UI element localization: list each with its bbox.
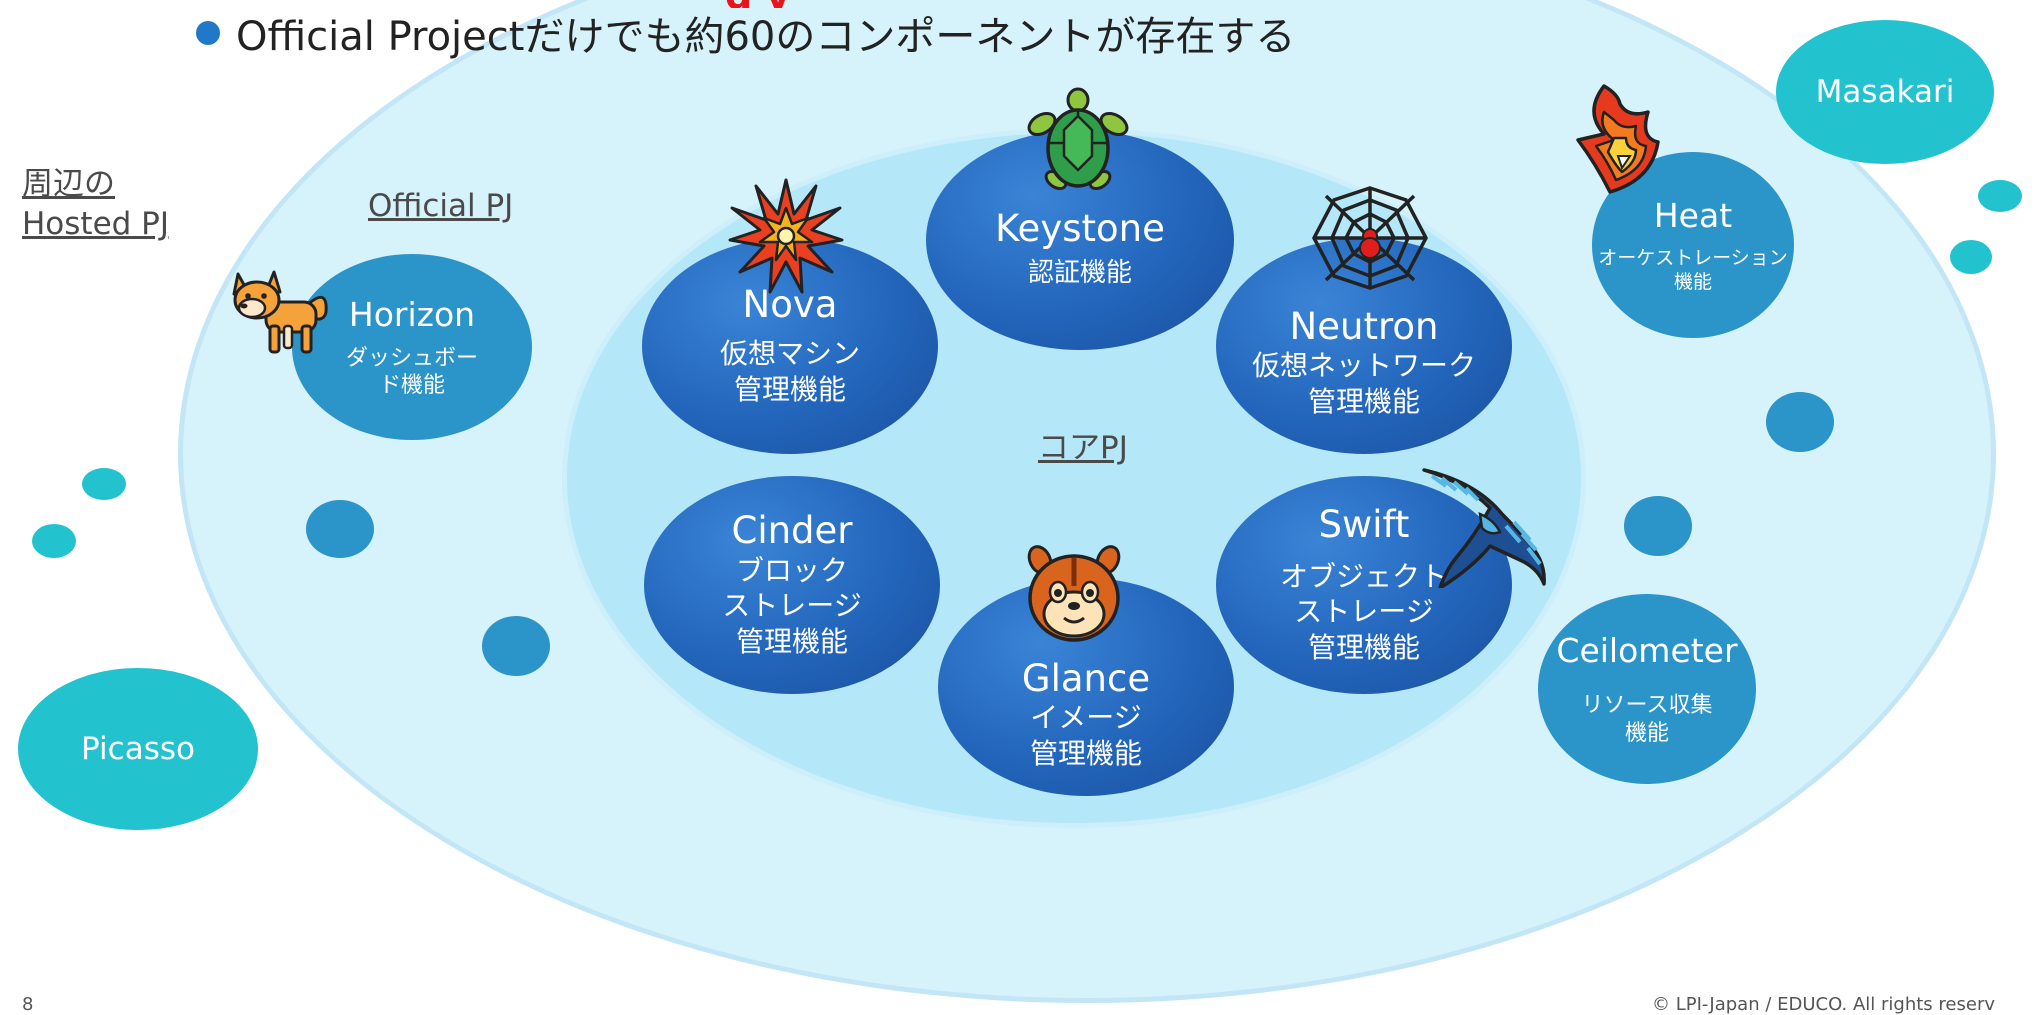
bubble [1978,180,2022,212]
nova-desc-1: 仮想マシン [719,337,860,371]
core-pj-label: コアPJ [1038,430,1128,466]
bullet-text: Official Projectだけでも約60のコンポーネントが存在する [236,14,1296,60]
swift-desc-3: 管理機能 [1307,631,1420,665]
bubble [1950,240,1992,274]
bullet-item: Official Projectだけでも約60のコンポーネントが存在する [196,4,1295,62]
neutron-name: Neutron [1289,304,1439,348]
glance-desc-2: 管理機能 [1029,737,1142,771]
starburst-icon [728,178,844,294]
horizon-desc-1: ダッシュボー [345,346,478,372]
swift-name: Swift [1318,502,1410,546]
heat-name: Heat [1653,195,1733,235]
clipped-heading: g y [725,0,1285,8]
glance-desc-1: イメージ [1030,701,1142,735]
surrounding-label: 周辺の [22,166,115,202]
horizon-name: Horizon [348,295,476,335]
bubble [1624,496,1692,556]
chipmunk-icon [1027,545,1121,642]
masakari-name: Masakari [1815,74,1955,110]
heat-desc-1: オーケストレーション [1598,246,1788,269]
bubble [82,468,126,500]
cinder-desc-3: 管理機能 [735,625,848,659]
swift-node: Swift オブジェクト ストレージ 管理機能 [1216,476,1512,694]
bubble [482,616,550,676]
bullet-dot-icon [196,21,220,45]
heat-desc-2: 機能 [1673,270,1712,293]
picasso-name: Picasso [81,731,195,767]
swift-desc-1: オブジェクト [1279,559,1448,593]
cinder-node: Cinder ブロック ストレージ 管理機能 [644,476,940,694]
flame-icon [1576,84,1660,194]
cinder-name: Cinder [731,508,853,552]
swallow-bird-icon [1422,468,1546,588]
spider-web-icon [1312,186,1428,290]
neutron-desc-2: 管理機能 [1307,385,1420,419]
nova-node: Nova 仮想マシン 管理機能 [642,238,938,454]
turtle-icon [1027,87,1129,191]
nova-desc-2: 管理機能 [733,373,846,407]
bubble [32,524,76,558]
ceilometer-desc-1: リソース収集 [1581,693,1713,718]
keystone-desc: 認証機能 [1027,257,1132,288]
horizon-node: Horizon ダッシュボー ド機能 [292,254,532,440]
cinder-desc-2: ストレージ [722,589,862,623]
nova-name: Nova [742,282,838,326]
swift-desc-2: ストレージ [1294,595,1434,629]
bubble [1766,392,1834,452]
copyright: © LPI-Japan / EDUCO. All rights reserv [1652,994,1995,1015]
neutron-desc-1: 仮想ネットワーク [1251,349,1476,383]
bubble [306,500,374,558]
picasso-node: Picasso [18,668,258,830]
official-pj-label: Official PJ [368,188,514,224]
ceilometer-name: Ceilometer [1556,631,1738,670]
ceilometer-node: Ceilometer リソース収集 機能 [1538,594,1756,784]
hosted-pj-label: 周辺の Hosted PJ [22,164,169,245]
shiba-dog-icon [232,270,328,354]
cinder-desc-1: ブロック [735,553,848,587]
glance-name: Glance [1021,656,1151,700]
keystone-name: Keystone [995,207,1165,251]
page-number: 8 [22,994,34,1015]
horizon-desc-2: ド機能 [378,372,445,398]
masakari-node: Masakari [1776,20,1994,164]
ceilometer-desc-2: 機能 [1624,720,1669,746]
hosted-label: Hosted PJ [22,206,170,243]
